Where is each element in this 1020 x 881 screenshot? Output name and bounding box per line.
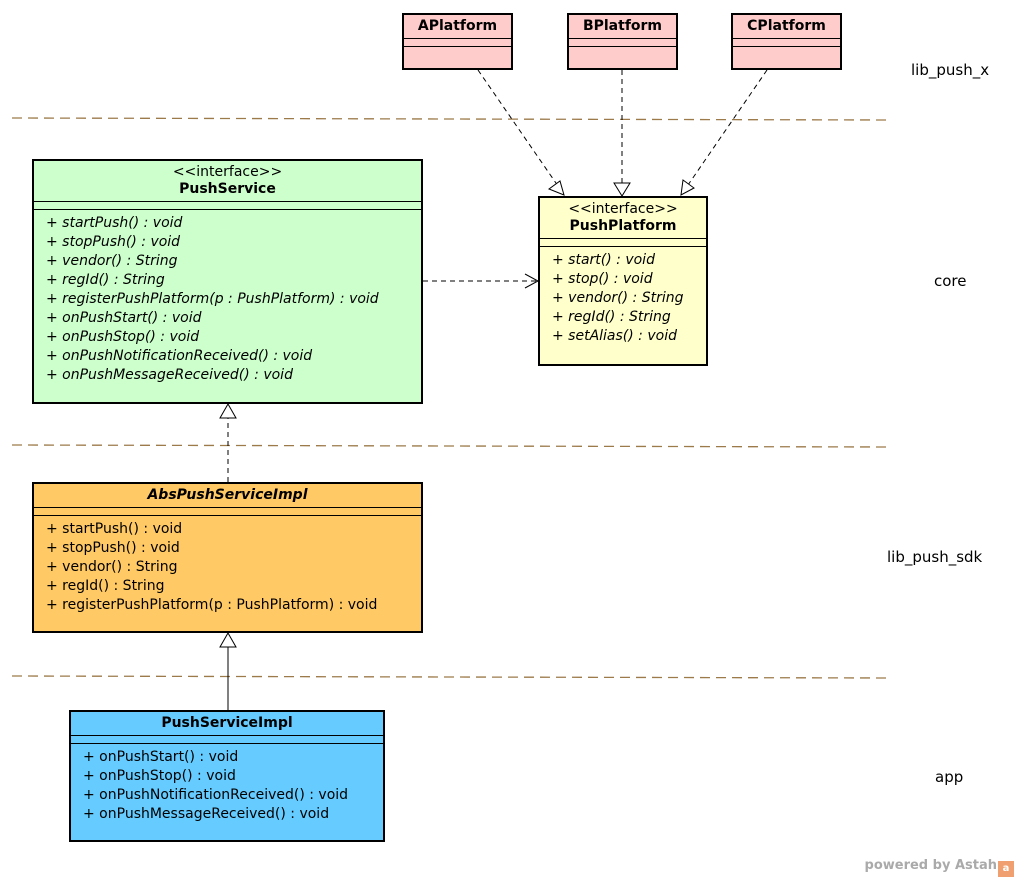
operation: + registerPushPlatform(p : PushPlatform)… (46, 597, 378, 613)
class-header: PushServiceImpl (71, 712, 383, 736)
layer-label-core: core (934, 272, 967, 290)
class-name: PushService (179, 181, 276, 197)
operation: + stopPush() : void (46, 540, 180, 556)
class-name: PushServiceImpl (161, 715, 293, 731)
operation: + onPushMessageReceived() : void (83, 806, 330, 822)
operation: + vendor() : String (46, 253, 178, 269)
watermark-text: powered by Astah (864, 858, 997, 873)
operation: + stopPush() : void (46, 234, 181, 250)
generalization-arrowhead (219, 631, 237, 648)
layer-label-lib-push-sdk: lib_push_sdk (887, 548, 983, 566)
realization-arrowhead (613, 182, 631, 197)
operations-compartment: + start() : void + stop() : void + vendo… (540, 247, 706, 350)
class-header: APlatform (404, 15, 511, 39)
class-aplatform[interactable]: APlatform (402, 13, 513, 70)
operations-compartment: + onPushStart() : void + onPushStop() : … (71, 744, 383, 828)
attributes-compartment (569, 39, 676, 47)
operations-compartment: + startPush() : void + stopPush() : void… (34, 210, 421, 389)
realization-arrowhead (547, 180, 565, 196)
attributes-compartment (34, 202, 421, 210)
class-header: <<interface>> PushService (34, 161, 421, 202)
separator-line (11, 444, 889, 448)
operation: + startPush() : void (46, 521, 183, 537)
operation: + stop() : void (552, 271, 653, 287)
realization-arrowhead (219, 402, 237, 419)
operation: + vendor() : String (552, 290, 684, 306)
operation: + vendor() : String (46, 559, 178, 575)
class-pushserviceimpl[interactable]: PushServiceImpl + onPushStart() : void +… (69, 710, 385, 842)
realization-aplatform (477, 69, 559, 187)
class-header: <<interface>> PushPlatform (540, 198, 706, 239)
separator-line (11, 675, 889, 679)
operation: + registerPushPlatform(p : PushPlatform)… (46, 291, 379, 307)
operation: + regId() : String (46, 272, 165, 288)
attributes-compartment (404, 39, 511, 47)
realization-cplatform (687, 69, 768, 186)
class-name: APlatform (417, 18, 498, 34)
attributes-compartment (733, 39, 840, 47)
realization-arrowhead (680, 179, 695, 196)
class-header: CPlatform (733, 15, 840, 39)
class-cplatform[interactable]: CPlatform (731, 13, 842, 70)
operation: + onPushMessageReceived() : void (46, 367, 293, 383)
attributes-compartment (71, 736, 383, 744)
operation: + setAlias() : void (552, 328, 677, 344)
interface-pushplatform[interactable]: <<interface>> PushPlatform + start() : v… (538, 196, 708, 366)
class-bplatform[interactable]: BPlatform (567, 13, 678, 70)
attributes-compartment (34, 508, 421, 516)
stereotype-label: <<interface>> (568, 201, 678, 217)
operation: + onPushNotificationReceived() : void (83, 787, 349, 803)
class-name: CPlatform (747, 18, 826, 34)
operation: + onPushNotificationReceived() : void (46, 348, 313, 364)
separator-line (11, 117, 889, 121)
operation: + onPushStart() : void (83, 749, 239, 765)
operation: + onPushStop() : void (83, 768, 236, 784)
operations-compartment: + startPush() : void + stopPush() : void… (34, 516, 421, 619)
attributes-compartment (540, 239, 706, 247)
operation: + onPushStart() : void (46, 310, 202, 326)
operation: + start() : void (552, 252, 655, 268)
class-name: BPlatform (582, 18, 663, 34)
class-name: AbsPushServiceImpl (147, 487, 308, 503)
astah-logo-icon: a (998, 861, 1014, 877)
operation: + startPush() : void (46, 215, 183, 231)
interface-pushservice[interactable]: <<interface>> PushService + startPush() … (32, 159, 423, 404)
operation: + onPushStop() : void (46, 329, 200, 345)
class-header: AbsPushServiceImpl (34, 484, 421, 508)
layer-label-lib-push-x: lib_push_x (911, 61, 990, 79)
stereotype-label: <<interface>> (172, 164, 283, 180)
class-abspushserviceimpl[interactable]: AbsPushServiceImpl + startPush() : void … (32, 482, 423, 633)
layer-label-app: app (935, 768, 964, 786)
operation: + regId() : String (552, 309, 671, 325)
class-name: PushPlatform (569, 218, 677, 234)
operation: + regId() : String (46, 578, 165, 594)
class-header: BPlatform (569, 15, 676, 39)
